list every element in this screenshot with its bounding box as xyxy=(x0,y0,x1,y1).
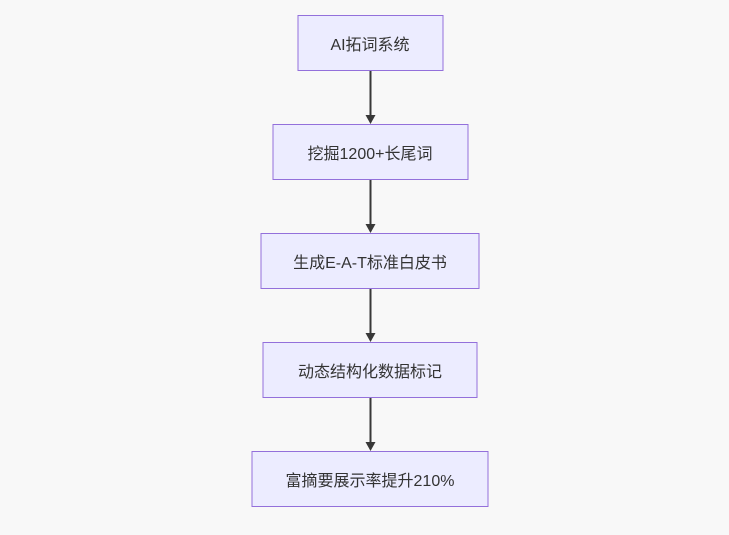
arrowhead-icon xyxy=(365,224,375,233)
arrowhead-icon xyxy=(365,333,375,342)
node-label: AI拓词系统 xyxy=(330,37,410,54)
flowchart-node-ai-word-system: AI拓词系统 xyxy=(297,15,443,71)
flowchart-canvas: AI拓词系统 挖掘1200+长尾词 生成E-A-T标准白皮书 动态结构化数据标记… xyxy=(251,15,489,507)
flowchart-node-structured-data: 动态结构化数据标记 xyxy=(262,342,478,398)
flow-arrow-icon xyxy=(365,289,375,342)
flowchart-node-eat-whitepaper: 生成E-A-T标准白皮书 xyxy=(260,233,480,289)
flowchart-node-rich-snippet-result: 富摘要展示率提升210% xyxy=(251,451,489,507)
arrow-line xyxy=(369,71,371,115)
arrow-line xyxy=(369,180,371,224)
arrow-line xyxy=(369,398,371,442)
node-label: 生成E-A-T标准白皮书 xyxy=(293,255,447,272)
flowchart-node-longtail-mining: 挖掘1200+长尾词 xyxy=(272,124,468,180)
node-label: 富摘要展示率提升210% xyxy=(285,473,455,490)
arrowhead-icon xyxy=(365,115,375,124)
flow-arrow-icon xyxy=(365,71,375,124)
flow-arrow-icon xyxy=(365,180,375,233)
arrow-line xyxy=(369,289,371,333)
flow-arrow-icon xyxy=(365,398,375,451)
arrowhead-icon xyxy=(365,442,375,451)
node-label: 挖掘1200+长尾词 xyxy=(307,146,433,163)
node-label: 动态结构化数据标记 xyxy=(297,364,442,381)
